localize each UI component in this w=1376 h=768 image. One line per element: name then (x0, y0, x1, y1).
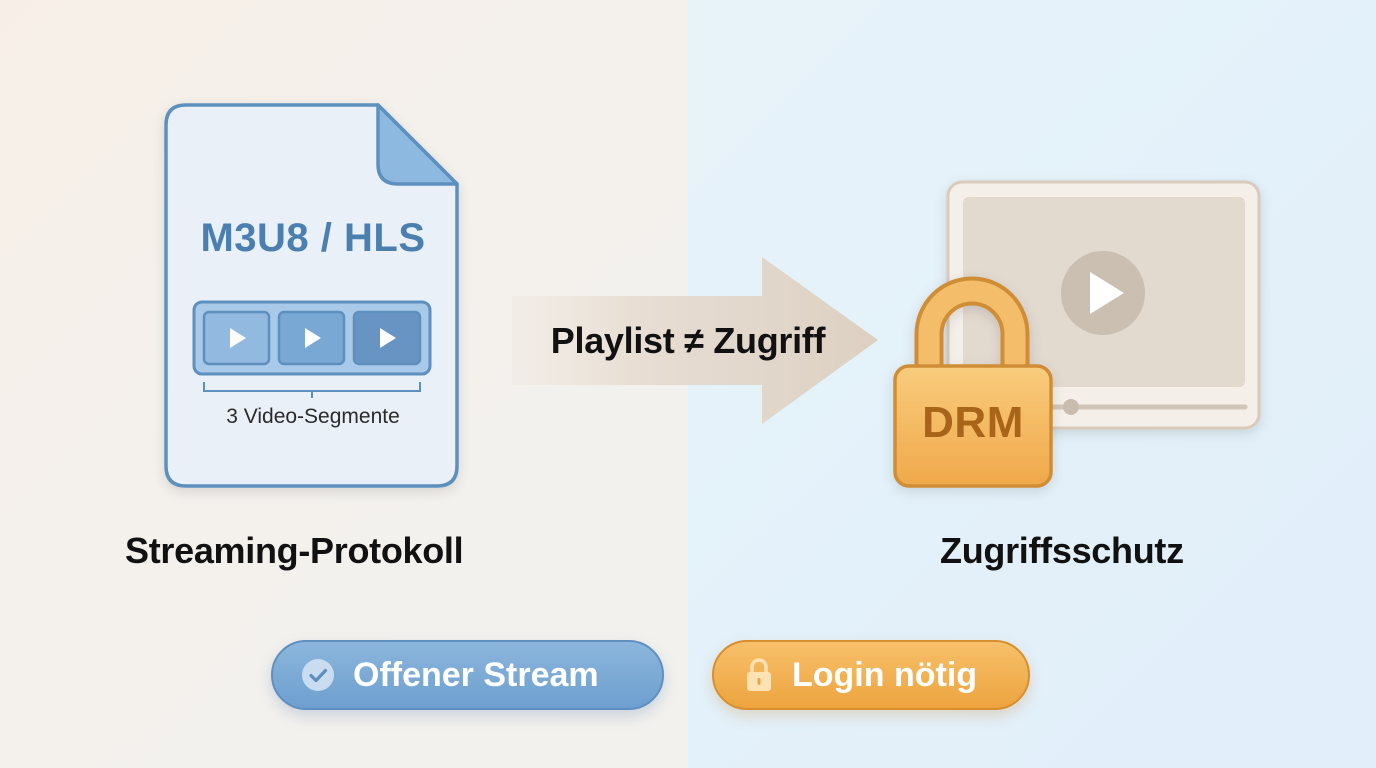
login-required-badge: Login nötig (712, 640, 1030, 710)
open-stream-label: Offener Stream (353, 655, 599, 694)
right-caption: Zugriffsschutz (940, 530, 1184, 571)
left-caption: Streaming-Protokoll (125, 530, 464, 571)
lock-icon (893, 276, 1053, 488)
video-segment-strip (192, 300, 432, 398)
check-circle-icon (301, 658, 335, 692)
file-title: M3U8 / HLS (200, 216, 426, 260)
open-stream-badge: Offener Stream (271, 640, 664, 710)
segments-label: 3 Video-Segmente (226, 405, 400, 428)
play-icon (230, 328, 246, 348)
arrow-label: Playlist ≠ Zugriff (550, 320, 826, 361)
progress-thumb (1063, 399, 1079, 415)
padlock-icon (744, 657, 774, 693)
play-icon (380, 328, 396, 348)
arrow-icon (512, 257, 878, 424)
segments-bracket (203, 382, 421, 398)
drm-label: DRM (922, 398, 1024, 447)
play-icon (305, 328, 321, 348)
login-required-label: Login nötig (792, 655, 978, 694)
